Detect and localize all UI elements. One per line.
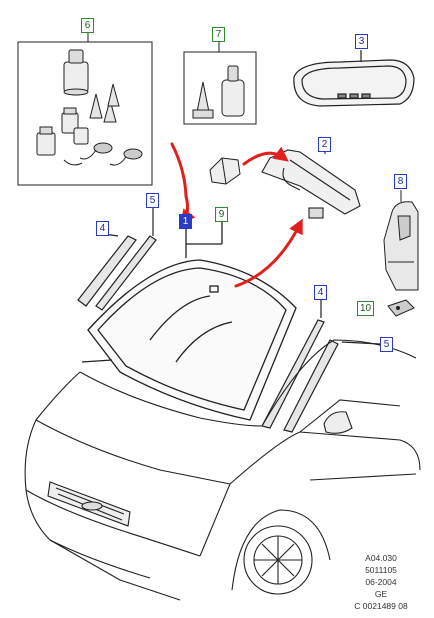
reference-line-5: C 0021489 08 xyxy=(354,601,408,611)
reference-line-1: A04.030 xyxy=(365,553,397,563)
reference-line-2: 5011105 xyxy=(365,565,397,575)
callout-part-5-right[interactable]: 5 xyxy=(380,337,393,352)
callout-part-1[interactable]: 1 xyxy=(179,214,192,229)
rear-view-mirror xyxy=(293,50,415,107)
adhesive-kit-box xyxy=(17,31,153,186)
primer-kit-box xyxy=(183,41,257,125)
windshield-glass xyxy=(81,222,297,421)
callout-part-7[interactable]: 7 xyxy=(212,27,225,42)
callout-part-9[interactable]: 9 xyxy=(215,207,228,222)
callout-part-2[interactable]: 2 xyxy=(318,137,331,152)
sensor-cover xyxy=(209,157,241,185)
callout-part-8[interactable]: 8 xyxy=(394,174,407,189)
mirror-mount xyxy=(261,146,361,219)
callout-part-10[interactable]: 10 xyxy=(357,301,375,316)
retaining-clip xyxy=(387,299,415,317)
callout-part-3[interactable]: 3 xyxy=(355,34,368,49)
drawing-reference-block: A04.030 5011105 06-2004 GE C 0021489 08 xyxy=(336,552,426,612)
callout-part-4-right[interactable]: 4 xyxy=(314,285,327,300)
reference-line-4: GE xyxy=(374,589,388,599)
callout-part-6[interactable]: 6 xyxy=(81,18,94,33)
callout-part-4-left[interactable]: 4 xyxy=(96,221,109,236)
sensor-bracket xyxy=(383,190,419,291)
reference-line-3: 06-2004 xyxy=(365,577,397,587)
callout-part-5-left[interactable]: 5 xyxy=(146,193,159,208)
